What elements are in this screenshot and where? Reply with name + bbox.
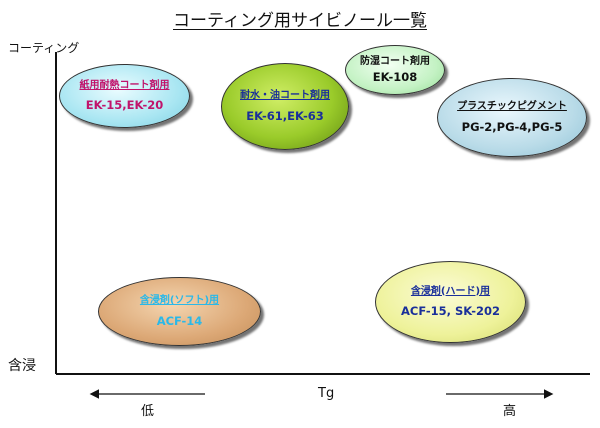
diagram-title: コーティング用サイビノール一覧 [173, 11, 427, 31]
bubble-code: ACF-14 [156, 313, 203, 328]
bubble-plastic-pigment: プラスチックピグメント PG-2,PG-4,PG-5 [437, 78, 587, 157]
bubble-code: PG-2,PG-4,PG-5 [461, 119, 563, 134]
y-axis-top-label: コーティング [8, 41, 80, 55]
bubble-name: 含浸剤(ハード)用 [410, 285, 491, 297]
bubble-name: プラスチックピグメント [457, 101, 567, 113]
bubble-paper-heat-coating: 紙用耐熱コート剤用 EK-15,EK-20 [59, 64, 190, 128]
bubble-name: 耐水・油コート剤用 [240, 90, 330, 102]
x-axis-label: Tg [318, 386, 335, 401]
bubble-moisture-coating: 防湿コート剤用 EK-108 [345, 45, 445, 95]
x-axis-low-label: 低 [141, 404, 155, 419]
bubble-water-oil-coating: 耐水・油コート剤用 EK-61,EK-63 [221, 63, 349, 150]
bubble-name: 含浸剤(ソフト)用 [139, 295, 220, 307]
y-axis-bottom-label: 含浸 [8, 358, 36, 374]
bubble-code: EK-61,EK-63 [246, 108, 324, 123]
bubble-code: EK-15,EK-20 [85, 98, 164, 113]
bubble-name: 紙用耐熱コート剤用 [79, 79, 170, 91]
bubble-impregnant-soft: 含浸剤(ソフト)用 ACF-14 [98, 277, 261, 346]
bubble-name: 防湿コート剤用 [360, 55, 430, 67]
bubble-code: ACF-15, SK-202 [401, 304, 500, 319]
bubble-code: EK-108 [372, 70, 418, 85]
x-axis-high-label: 高 [503, 404, 517, 419]
bubble-impregnant-hard: 含浸剤(ハード)用 ACF-15, SK-202 [375, 261, 526, 343]
